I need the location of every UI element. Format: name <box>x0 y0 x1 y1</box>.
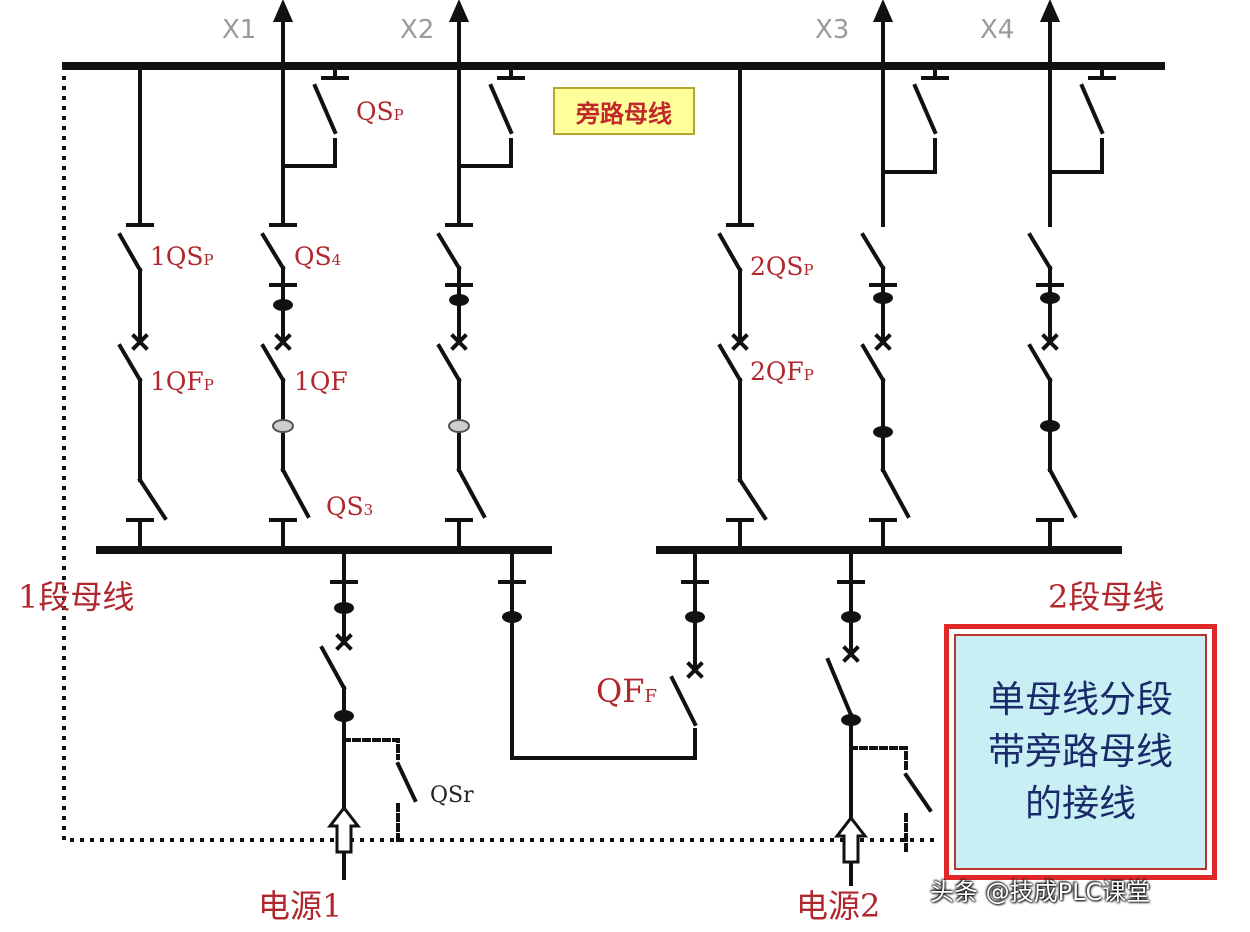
bay-x1 <box>260 64 349 552</box>
section-bus-1-label: 1段母线 <box>18 578 134 616</box>
bypass-dotted-link <box>62 66 940 842</box>
source-2-label: 电源2 <box>796 887 880 925</box>
bay-x2 <box>436 64 525 552</box>
feeder-label-x2: X2 <box>400 15 434 45</box>
feeder-arrows <box>272 0 1061 66</box>
source-arrows <box>326 805 869 864</box>
feeder-label-x4: X4 <box>980 15 1014 45</box>
label-qsp: QSP <box>356 97 404 126</box>
title-line-3: 的接线 <box>1025 782 1136 825</box>
watermark: 头条 @技成PLC课堂 <box>930 878 1151 906</box>
label-2qfp: 2QFP <box>750 357 814 386</box>
label-qs4: QS4 <box>294 242 341 271</box>
bay-2qfp <box>717 64 768 552</box>
title-box: 单母线分段 带旁路母线 的接线 <box>944 624 1217 880</box>
source-1-bay <box>319 548 418 842</box>
nodes <box>273 292 1060 726</box>
label-1qsp: 1QSP <box>150 242 214 271</box>
source-1-label: 电源1 <box>258 887 342 925</box>
bay-1qfp <box>117 64 168 552</box>
title-line-1: 单母线分段 <box>988 678 1173 721</box>
sectional-breaker-bay <box>498 548 709 760</box>
bay-x3 <box>860 64 949 552</box>
feeder-label-x1: X1 <box>222 15 256 45</box>
label-qs3: QS3 <box>326 492 373 521</box>
bypass-bus-label: 旁路母线 <box>553 87 695 135</box>
label-1qf: 1QF <box>294 367 348 396</box>
label-qff: QFF <box>596 672 657 710</box>
section-bus-2-label: 2段母线 <box>1048 578 1164 616</box>
title-text: 单母线分段 带旁路母线 的接线 <box>954 634 1207 870</box>
source-2-bay <box>825 548 933 852</box>
bay-x4 <box>1027 64 1116 552</box>
feeder-label-x3: X3 <box>815 15 849 45</box>
label-1qfp: 1QFP <box>150 367 214 396</box>
nodes-open <box>272 419 470 433</box>
label-2qsp: 2QSP <box>750 252 814 281</box>
title-line-2: 带旁路母线 <box>988 730 1173 773</box>
label-qsr: QSr <box>430 783 474 808</box>
